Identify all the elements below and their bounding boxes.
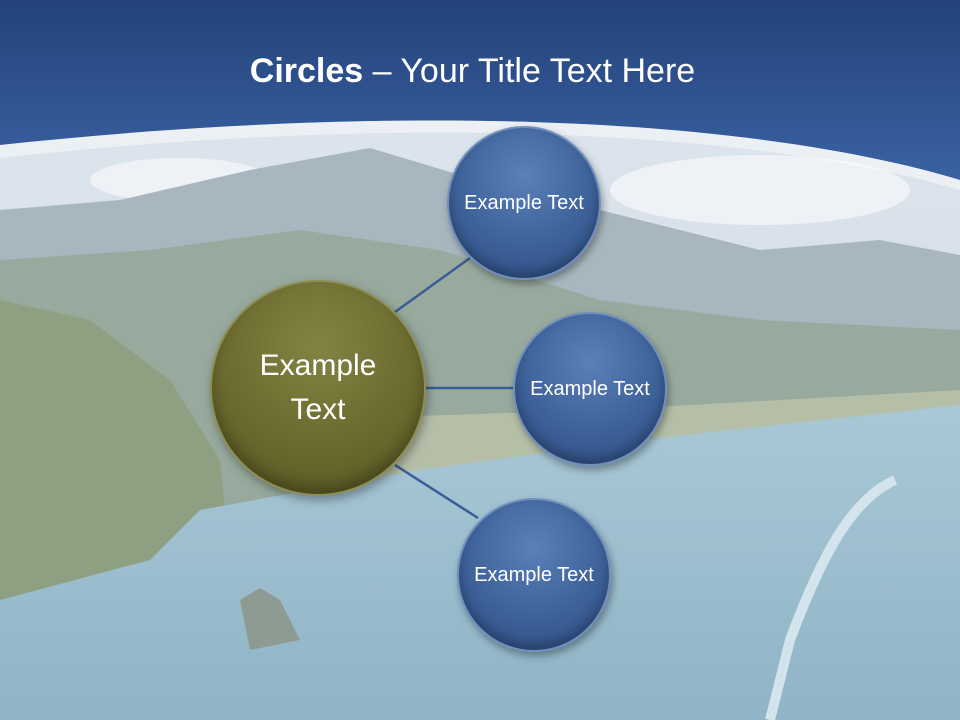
node-circle-2[interactable]: Example Text <box>513 312 667 466</box>
title-rest: – Your Title Text Here <box>363 52 696 90</box>
node-label: Example Text <box>464 192 584 214</box>
slide-title: Circles – Your Title Text Here <box>0 52 945 91</box>
connector-line <box>394 463 479 520</box>
node-circle-3[interactable]: Example Text <box>457 498 611 652</box>
connector-line <box>394 256 471 314</box>
title-bold: Circles <box>249 52 364 90</box>
node-label: Example Text <box>474 564 594 586</box>
node-circle-1[interactable]: Example Text <box>447 126 601 280</box>
node-label: Example Text <box>530 378 650 400</box>
center-circle[interactable]: Example Text <box>210 280 426 496</box>
center-circle-label: Example Text <box>259 349 377 426</box>
